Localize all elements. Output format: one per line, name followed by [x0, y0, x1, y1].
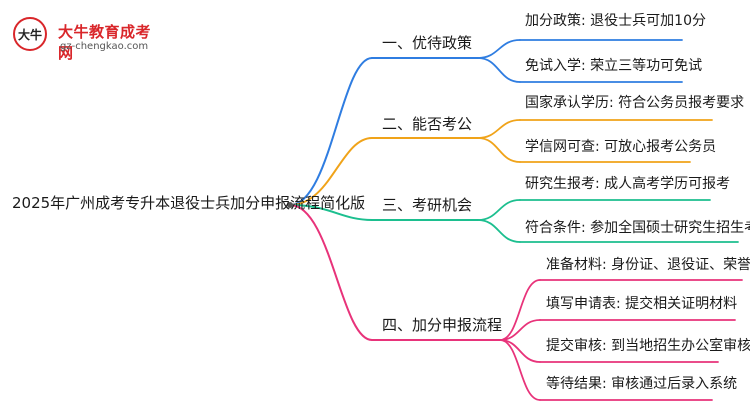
leaf-fill-application: 填写申请表: 提交相关证明材料 [546, 296, 738, 312]
branch-to-leaf-connector-2-1 [477, 119, 521, 139]
branch-title-policy: 一、优待政策 [382, 34, 473, 52]
root-to-branch-connector-1 [289, 57, 373, 206]
branch-title-civil-service: 二、能否考公 [382, 115, 473, 133]
leaf-exam-exemption: 免试入学: 荣立三等功可免试 [525, 58, 703, 74]
root-to-branch-connector-4 [289, 204, 373, 341]
branch-to-leaf-connector-4-1 [499, 279, 541, 341]
leaf-await-result: 等待结果: 审核通过后录入系统 [546, 376, 738, 392]
leaf-graduate-application: 研究生报考: 成人高考学历可报考 [525, 176, 731, 192]
logo-name: 大牛教育成考网 [58, 23, 152, 62]
branch-to-leaf-connector-3-2 [477, 219, 521, 243]
branch-to-leaf-connector-4-3 [499, 339, 541, 363]
leaf-submit-review: 提交审核: 到当地招生办公室审核 [546, 338, 750, 354]
logo-mark-icon: 大牛 [13, 17, 47, 51]
branch-to-leaf-connector-2-2 [477, 137, 521, 163]
logo-url: gz-chengkao.com [60, 41, 149, 52]
root-node-dot [287, 202, 293, 208]
root-to-branch-connector-3 [289, 204, 373, 221]
leaf-recognized-degree: 国家承认学历: 符合公务员报考要求 [525, 95, 745, 111]
branch-title-application-process: 四、加分申报流程 [382, 316, 503, 334]
leaf-prepare-materials: 准备材料: 身份证、退役证、荣誉证书 [546, 257, 750, 273]
branch-to-leaf-connector-3-1 [477, 199, 521, 221]
root-to-branch-connector-2 [289, 137, 373, 206]
branch-to-leaf-connector-1-1 [477, 39, 521, 59]
leaf-chsi-verifiable: 学信网可查: 可放心报考公务员 [525, 139, 717, 155]
root-title: 2025年广州成考专升本退役士兵加分申报流程简化版 [12, 194, 366, 212]
logo-mark-text: 大牛 [18, 27, 42, 42]
site-logo: 大牛 大牛教育成考网 gz-chengkao.com [6, 10, 166, 62]
branch-to-leaf-connector-4-2 [499, 319, 541, 341]
branch-to-leaf-connector-1-2 [477, 57, 521, 83]
branch-to-leaf-connector-4-4 [499, 339, 541, 401]
leaf-bonus-policy: 加分政策: 退役士兵可加10分 [525, 13, 706, 29]
leaf-eligibility: 符合条件: 参加全国硕士研究生招生考试 [525, 220, 750, 236]
branch-title-postgraduate: 三、考研机会 [382, 196, 473, 214]
